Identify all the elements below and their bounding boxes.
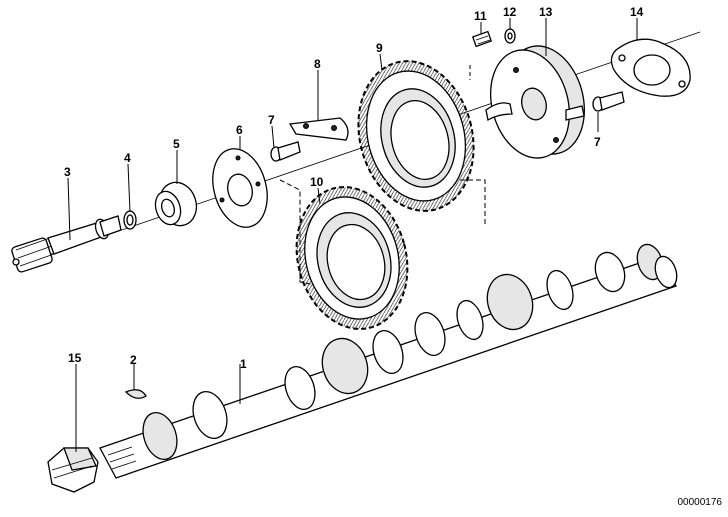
- part-3-drive-shaft: [11, 215, 122, 273]
- label-part-15: 15: [68, 351, 82, 365]
- label-part-11: 11: [474, 9, 487, 23]
- label-part-2: 2: [130, 353, 137, 367]
- part-7-bolt-right: [592, 91, 625, 112]
- label-part-4: 4: [124, 151, 131, 165]
- diagram-code: 00000176: [677, 497, 723, 508]
- label-part-6: 6: [236, 123, 243, 137]
- label-part-13: 13: [539, 5, 553, 19]
- part-10-sprocket: [295, 186, 409, 330]
- part-4-washer: [123, 210, 137, 230]
- part-12-washer: [504, 28, 516, 44]
- label-part-1: 1: [240, 357, 247, 371]
- part-6-plate: [212, 148, 268, 228]
- label-part-7-right: 7: [594, 135, 601, 149]
- label-part-14: 14: [630, 5, 644, 19]
- part-5-nut: [154, 181, 198, 227]
- part-13-flange-hub: [485, 45, 586, 159]
- part-11-bolt: [471, 30, 493, 48]
- label-part-5: 5: [173, 137, 180, 151]
- part-1-camshaft: [99, 243, 678, 479]
- label-part-10: 10: [310, 175, 324, 189]
- label-part-7-left: 7: [268, 113, 275, 127]
- part-15-cap-nut: [47, 447, 99, 493]
- part-labels: 1 2 3 4 5 6 7 7 8 9 10 11 12 13 14 15: [64, 5, 644, 371]
- part-7-bolt-left: [270, 141, 301, 162]
- part-8-lock-plate: [288, 117, 349, 141]
- part-14-gasket: [610, 38, 691, 97]
- part-9-sprocket: [357, 60, 475, 212]
- part-2-key: [124, 389, 147, 399]
- label-part-8: 8: [314, 57, 321, 71]
- leader-lines: [67, 18, 638, 452]
- label-part-9: 9: [376, 41, 383, 55]
- label-part-3: 3: [64, 165, 71, 179]
- label-part-12: 12: [503, 5, 517, 19]
